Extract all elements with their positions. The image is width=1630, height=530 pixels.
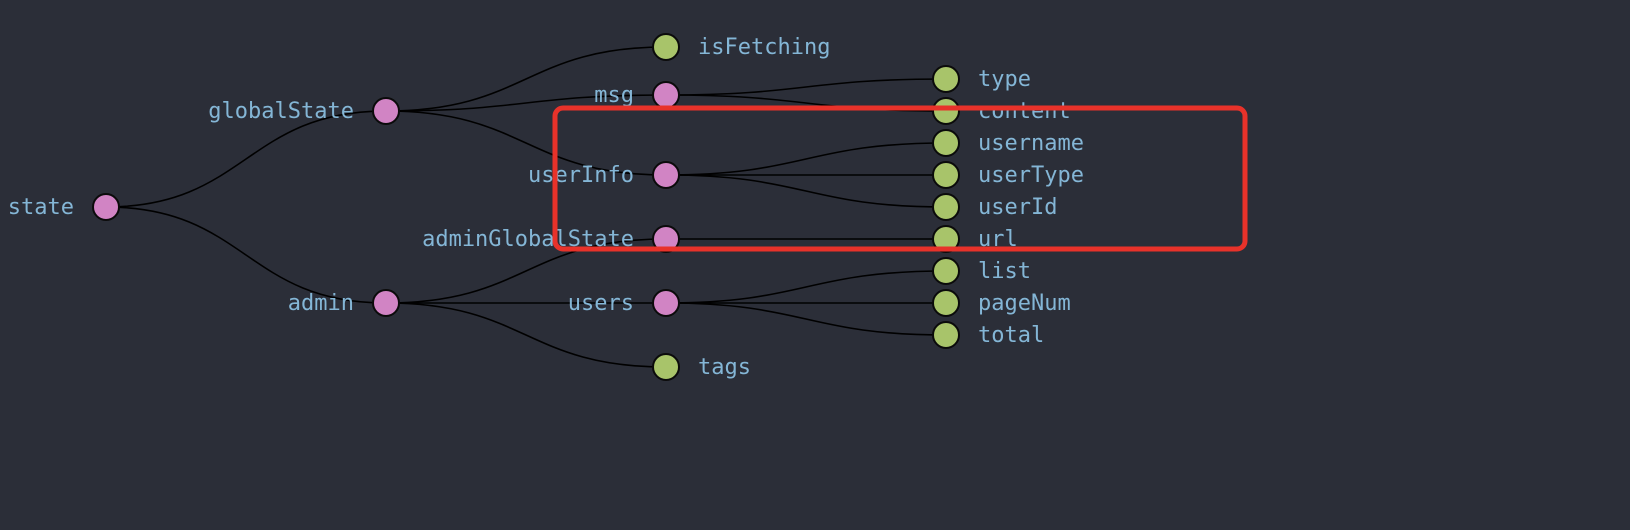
node-globalState[interactable]: globalState [208, 97, 400, 125]
link-globalState-to-msg [385, 94, 667, 112]
link-msg-to-type [665, 78, 947, 96]
link-userInfo-to-username [665, 142, 947, 176]
node-label-globalState: globalState [208, 99, 354, 124]
link-globalState-to-userInfo [385, 110, 667, 176]
node-label-username: username [978, 131, 1084, 156]
node-label-userId: userId [978, 195, 1057, 220]
node-msg[interactable]: msg [594, 81, 680, 109]
node-label-isFetching: isFetching [698, 35, 830, 60]
node-state[interactable]: state [8, 193, 120, 221]
node-username[interactable]: username [932, 129, 1084, 157]
node-circle-globalState[interactable] [372, 97, 400, 125]
node-userId[interactable]: userId [932, 193, 1057, 221]
node-label-total: total [978, 323, 1044, 348]
node-userType[interactable]: userType [932, 161, 1084, 189]
node-total[interactable]: total [932, 321, 1044, 349]
node-circle-url[interactable] [932, 225, 960, 253]
node-users[interactable]: users [568, 289, 680, 317]
node-type[interactable]: type [932, 65, 1031, 93]
node-label-users: users [568, 291, 634, 316]
node-circle-total[interactable] [932, 321, 960, 349]
link-users-to-list [665, 270, 947, 304]
node-circle-username[interactable] [932, 129, 960, 157]
links-layer [105, 46, 947, 368]
node-label-userType: userType [978, 163, 1084, 188]
node-admin[interactable]: admin [288, 289, 400, 317]
node-label-admin: admin [288, 291, 354, 316]
link-admin-to-tags [385, 302, 667, 368]
node-pageNum[interactable]: pageNum [932, 289, 1071, 317]
node-label-type: type [978, 67, 1031, 92]
node-isFetching[interactable]: isFetching [652, 33, 830, 61]
node-circle-userType[interactable] [932, 161, 960, 189]
node-circle-list[interactable] [932, 257, 960, 285]
node-circle-pageNum[interactable] [932, 289, 960, 317]
node-tags[interactable]: tags [652, 353, 751, 381]
node-circle-admin[interactable] [372, 289, 400, 317]
node-userInfo[interactable]: userInfo [528, 161, 680, 189]
link-userInfo-to-userId [665, 174, 947, 208]
node-circle-msg[interactable] [652, 81, 680, 109]
node-circle-userInfo[interactable] [652, 161, 680, 189]
node-circle-content[interactable] [932, 97, 960, 125]
highlight-box [552, 105, 1248, 252]
overlay-layer [552, 105, 1248, 252]
node-circle-type[interactable] [932, 65, 960, 93]
node-label-tags: tags [698, 355, 751, 380]
node-label-msg: msg [594, 83, 634, 108]
node-label-state: state [8, 195, 74, 220]
node-circle-tags[interactable] [652, 353, 680, 381]
nodes-layer: state globalState isFetching msg type content… [8, 33, 1084, 381]
node-label-pageNum: pageNum [978, 291, 1071, 316]
node-label-userInfo: userInfo [528, 163, 634, 188]
node-circle-adminGlobalState[interactable] [652, 225, 680, 253]
link-state-to-admin [105, 206, 387, 304]
node-label-content: content [978, 99, 1071, 124]
link-users-to-total [665, 302, 947, 336]
node-circle-isFetching[interactable] [652, 33, 680, 61]
link-admin-to-adminGlobalState [385, 238, 667, 304]
node-circle-users[interactable] [652, 289, 680, 317]
node-content[interactable]: content [932, 97, 1071, 125]
link-globalState-to-isFetching [385, 46, 667, 112]
node-circle-state[interactable] [92, 193, 120, 221]
node-list[interactable]: list [932, 257, 1031, 285]
node-circle-userId[interactable] [932, 193, 960, 221]
node-label-list: list [978, 259, 1031, 284]
link-state-to-globalState [105, 110, 387, 208]
